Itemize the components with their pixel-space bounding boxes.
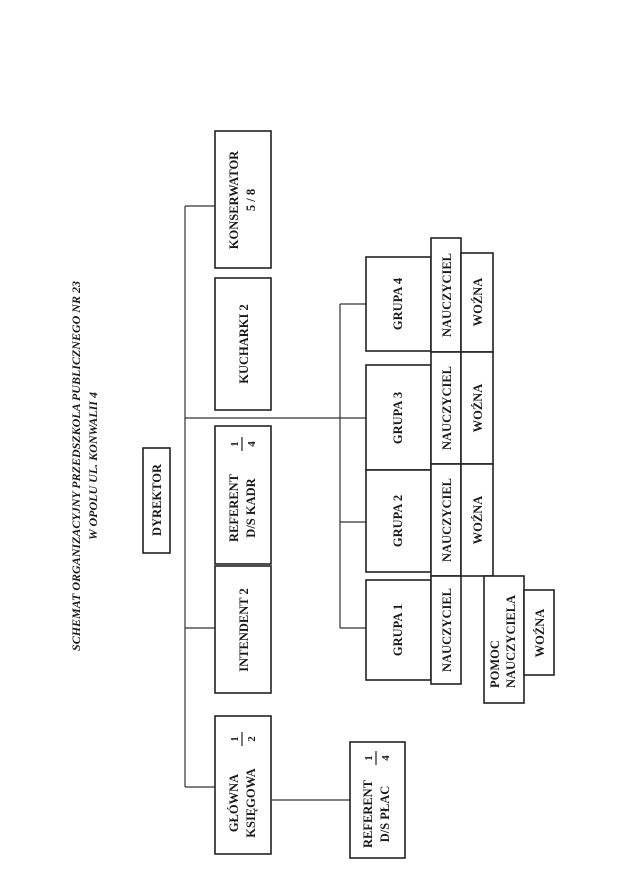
teacher-1-label: NAUCZYCIEL — [440, 588, 454, 672]
teacher-box-1: NAUCZYCIEL — [430, 575, 462, 685]
teacher-4-label: NAUCZYCIEL — [440, 253, 454, 337]
group-box-4: GRUPA 4 — [365, 256, 432, 352]
aide-box-3: WOŹNA — [460, 351, 494, 465]
title-line-2: W OPOLU UL. KONWALII 4 — [86, 392, 100, 540]
intendent-label: INTENDENT 2 — [237, 588, 251, 671]
glowna-ksiegowa-frac-num: 1 — [229, 736, 241, 742]
box-glowna-ksiegowa: GŁÓWNA KSIĘGOWA 1 2 — [214, 715, 272, 855]
box-referent-kadr: REFERENT D/S KADR 1 4 — [214, 425, 272, 565]
aide-2-label: WOŹNA — [471, 496, 485, 545]
chart-title: SCHEMAT ORGANIZACYJNY PRZEDSZKOLA PUBLIC… — [69, 281, 100, 651]
group1-aide-label: WOŹNA — [533, 609, 547, 658]
box-kucharki: KUCHARKI 2 — [214, 277, 272, 411]
referent-plac-line1: REFERENT — [361, 779, 375, 848]
title-line-1: SCHEMAT ORGANIZACYJNY PRZEDSZKOLA PUBLIC… — [69, 281, 83, 651]
dyrektor-label: DYREKTOR — [150, 463, 164, 536]
group-4-name: GRUPA 4 — [391, 277, 405, 330]
assistant-line2: NAUCZYCIELA — [504, 595, 518, 688]
box-referent-plac: REFERENT D/S PŁAC 1 4 — [349, 741, 406, 859]
box-dyrektor: DYREKTOR — [142, 447, 171, 554]
assistant-line1: POMOC — [488, 640, 502, 688]
referent-kadr-frac-den: 4 — [246, 441, 258, 447]
referent-kadr-line1: REFERENT — [227, 473, 241, 542]
kucharki-label: KUCHARKI 2 — [237, 304, 251, 384]
teacher-box-4: NAUCZYCIEL — [430, 237, 462, 353]
teacher-box-3: NAUCZYCIEL — [430, 351, 462, 465]
group-box-1: GRUPA 1 — [365, 579, 432, 681]
group1-aide-box: WOŹNA — [523, 589, 555, 676]
group-3-name: GRUPA 3 — [391, 392, 405, 444]
glowna-ksiegowa-line1: GŁÓWNA — [227, 774, 241, 832]
box-intendent: INTENDENT 2 — [214, 565, 272, 694]
glowna-ksiegowa-frac-den: 2 — [246, 736, 258, 742]
referent-kadr-line2: D/S KADR — [244, 477, 258, 537]
teacher-2-label: NAUCZYCIEL — [440, 478, 454, 562]
assistant-box: POMOC NAUCZYCIELA — [483, 575, 525, 704]
group-1-name: GRUPA 1 — [391, 604, 405, 656]
group-box-3: GRUPA 3 — [365, 364, 432, 471]
referent-kadr-frac-num: 1 — [229, 441, 241, 447]
aide-box-4: WOŹNA — [460, 252, 494, 353]
teacher-box-2: NAUCZYCIEL — [430, 463, 462, 577]
aide-box-2: WOŹNA — [460, 463, 494, 577]
konserwator-fraction: 5 / 8 — [244, 189, 258, 211]
teacher-3-label: NAUCZYCIEL — [440, 366, 454, 450]
referent-plac-frac-den: 4 — [380, 755, 392, 761]
aide-3-label: WOŹNA — [471, 384, 485, 433]
referent-plac-frac-num: 1 — [363, 755, 375, 761]
connector-lines — [184, 205, 366, 801]
glowna-ksiegowa-line2: KSIĘGOWA — [244, 768, 258, 837]
box-konserwator: KONSERWATOR 5 / 8 — [214, 130, 272, 269]
aide-4-label: WOŹNA — [471, 278, 485, 327]
group-2-name: GRUPA 2 — [391, 495, 405, 547]
konserwator-label: KONSERWATOR — [227, 150, 241, 249]
referent-plac-line2: D/S PŁAC — [378, 786, 392, 843]
group-box-2: GRUPA 2 — [365, 469, 432, 573]
